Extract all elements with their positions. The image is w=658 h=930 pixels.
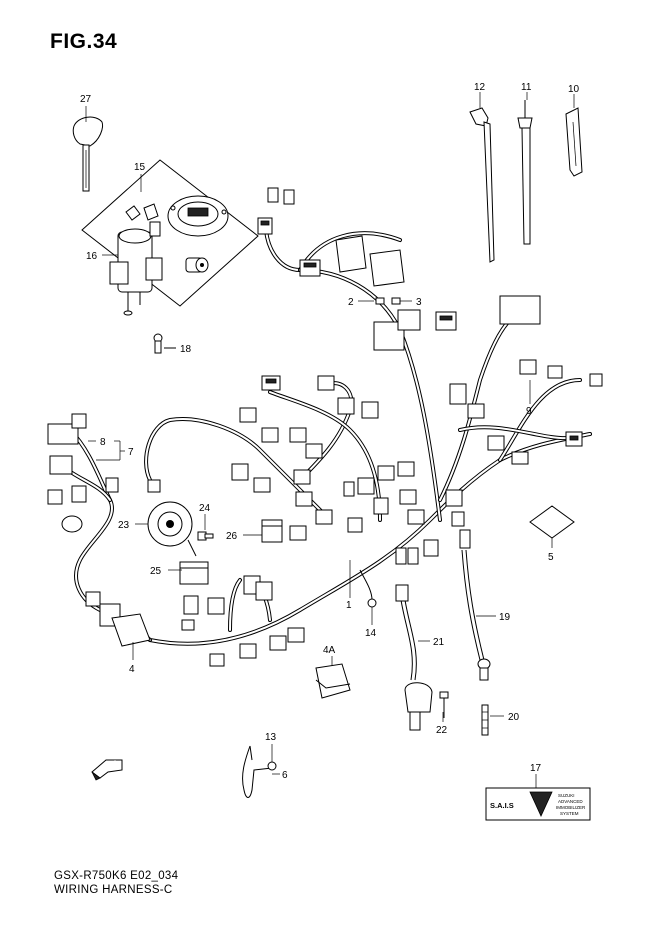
callout-1: 1 — [346, 600, 352, 611]
sais-label: S.A.I.S SUZUKI ADVANCED IMMOBILIZER SYST… — [485, 787, 591, 821]
sais-short-text: S.A.I.S — [490, 801, 514, 810]
callout-13: 13 — [265, 732, 277, 743]
bolt-24 — [197, 531, 214, 541]
callout-17: 17 — [530, 763, 542, 774]
callout-27: 27 — [80, 94, 92, 105]
callout-9: 9 — [526, 406, 532, 417]
connectors — [47, 187, 603, 667]
callout-25: 25 — [150, 566, 162, 577]
sensor-22 — [404, 682, 449, 731]
callout-22: 22 — [436, 725, 448, 736]
cable-tie-12 — [469, 107, 495, 263]
section-title: WIRING HARNESS-C — [54, 884, 173, 896]
callout-23: 23 — [118, 520, 130, 531]
cable-tie-10 — [565, 107, 583, 177]
callout-19: 19 — [499, 612, 511, 623]
callout-11: 11 — [521, 82, 532, 93]
callout-20: 20 — [508, 712, 520, 723]
key-icon — [72, 116, 103, 192]
fuel-cap-lock — [167, 195, 229, 237]
callout-26: 26 — [226, 531, 238, 542]
lead-wire-19 — [459, 529, 491, 681]
callout-5: 5 — [548, 552, 554, 563]
sleeve-20 — [481, 704, 489, 736]
clamp-6 — [242, 745, 277, 798]
callout-14: 14 — [365, 628, 377, 639]
callout-21: 21 — [433, 637, 445, 648]
callout-4: 4 — [129, 664, 135, 675]
callout-3: 3 — [416, 297, 422, 308]
sais-line2-text: ADVANCED — [558, 799, 583, 804]
callout-12: 12 — [474, 82, 486, 93]
fwd-arrow-icon: FWD — [91, 759, 123, 781]
callout-8: 8 — [100, 437, 106, 448]
lead-wire-21 — [395, 584, 417, 681]
callout-24: 24 — [199, 503, 211, 514]
relay-26 — [261, 519, 283, 543]
model-code: GSX-R750K6 E02_034 — [54, 870, 179, 882]
figure-title: FIG.34 — [50, 30, 118, 53]
callout-18: 18 — [180, 344, 192, 355]
seat-lock-cylinder — [185, 257, 209, 273]
callout-16: 16 — [86, 251, 98, 262]
callout-15: 15 — [134, 162, 146, 173]
relay-25 — [179, 561, 209, 585]
main-harness — [144, 228, 592, 646]
cable-tie-11 — [517, 100, 533, 245]
sais-line3-text: IMMOBILIZER — [556, 805, 586, 810]
sais-line4-text: SYSTEM — [560, 811, 579, 816]
callout-2: 2 — [348, 297, 354, 308]
callout-7: 7 — [128, 447, 134, 458]
horn — [147, 501, 197, 557]
leader-lines — [85, 92, 575, 788]
key-set-box — [81, 159, 259, 307]
lead-wire-14 — [359, 569, 377, 608]
ignition-switch — [109, 203, 163, 316]
callout-4a: 4A — [323, 645, 336, 656]
callout-labels: 27 15 16 18 12 11 10 2 3 9 8 7 23 24 26 … — [80, 82, 580, 781]
callout-10: 10 — [568, 84, 580, 95]
bracket-4a — [315, 663, 351, 699]
callout-6: 6 — [282, 770, 288, 781]
screw-18 — [153, 333, 176, 354]
sais-brand-text: SUZUKI — [558, 793, 575, 798]
fuse-box-5 — [529, 505, 575, 539]
